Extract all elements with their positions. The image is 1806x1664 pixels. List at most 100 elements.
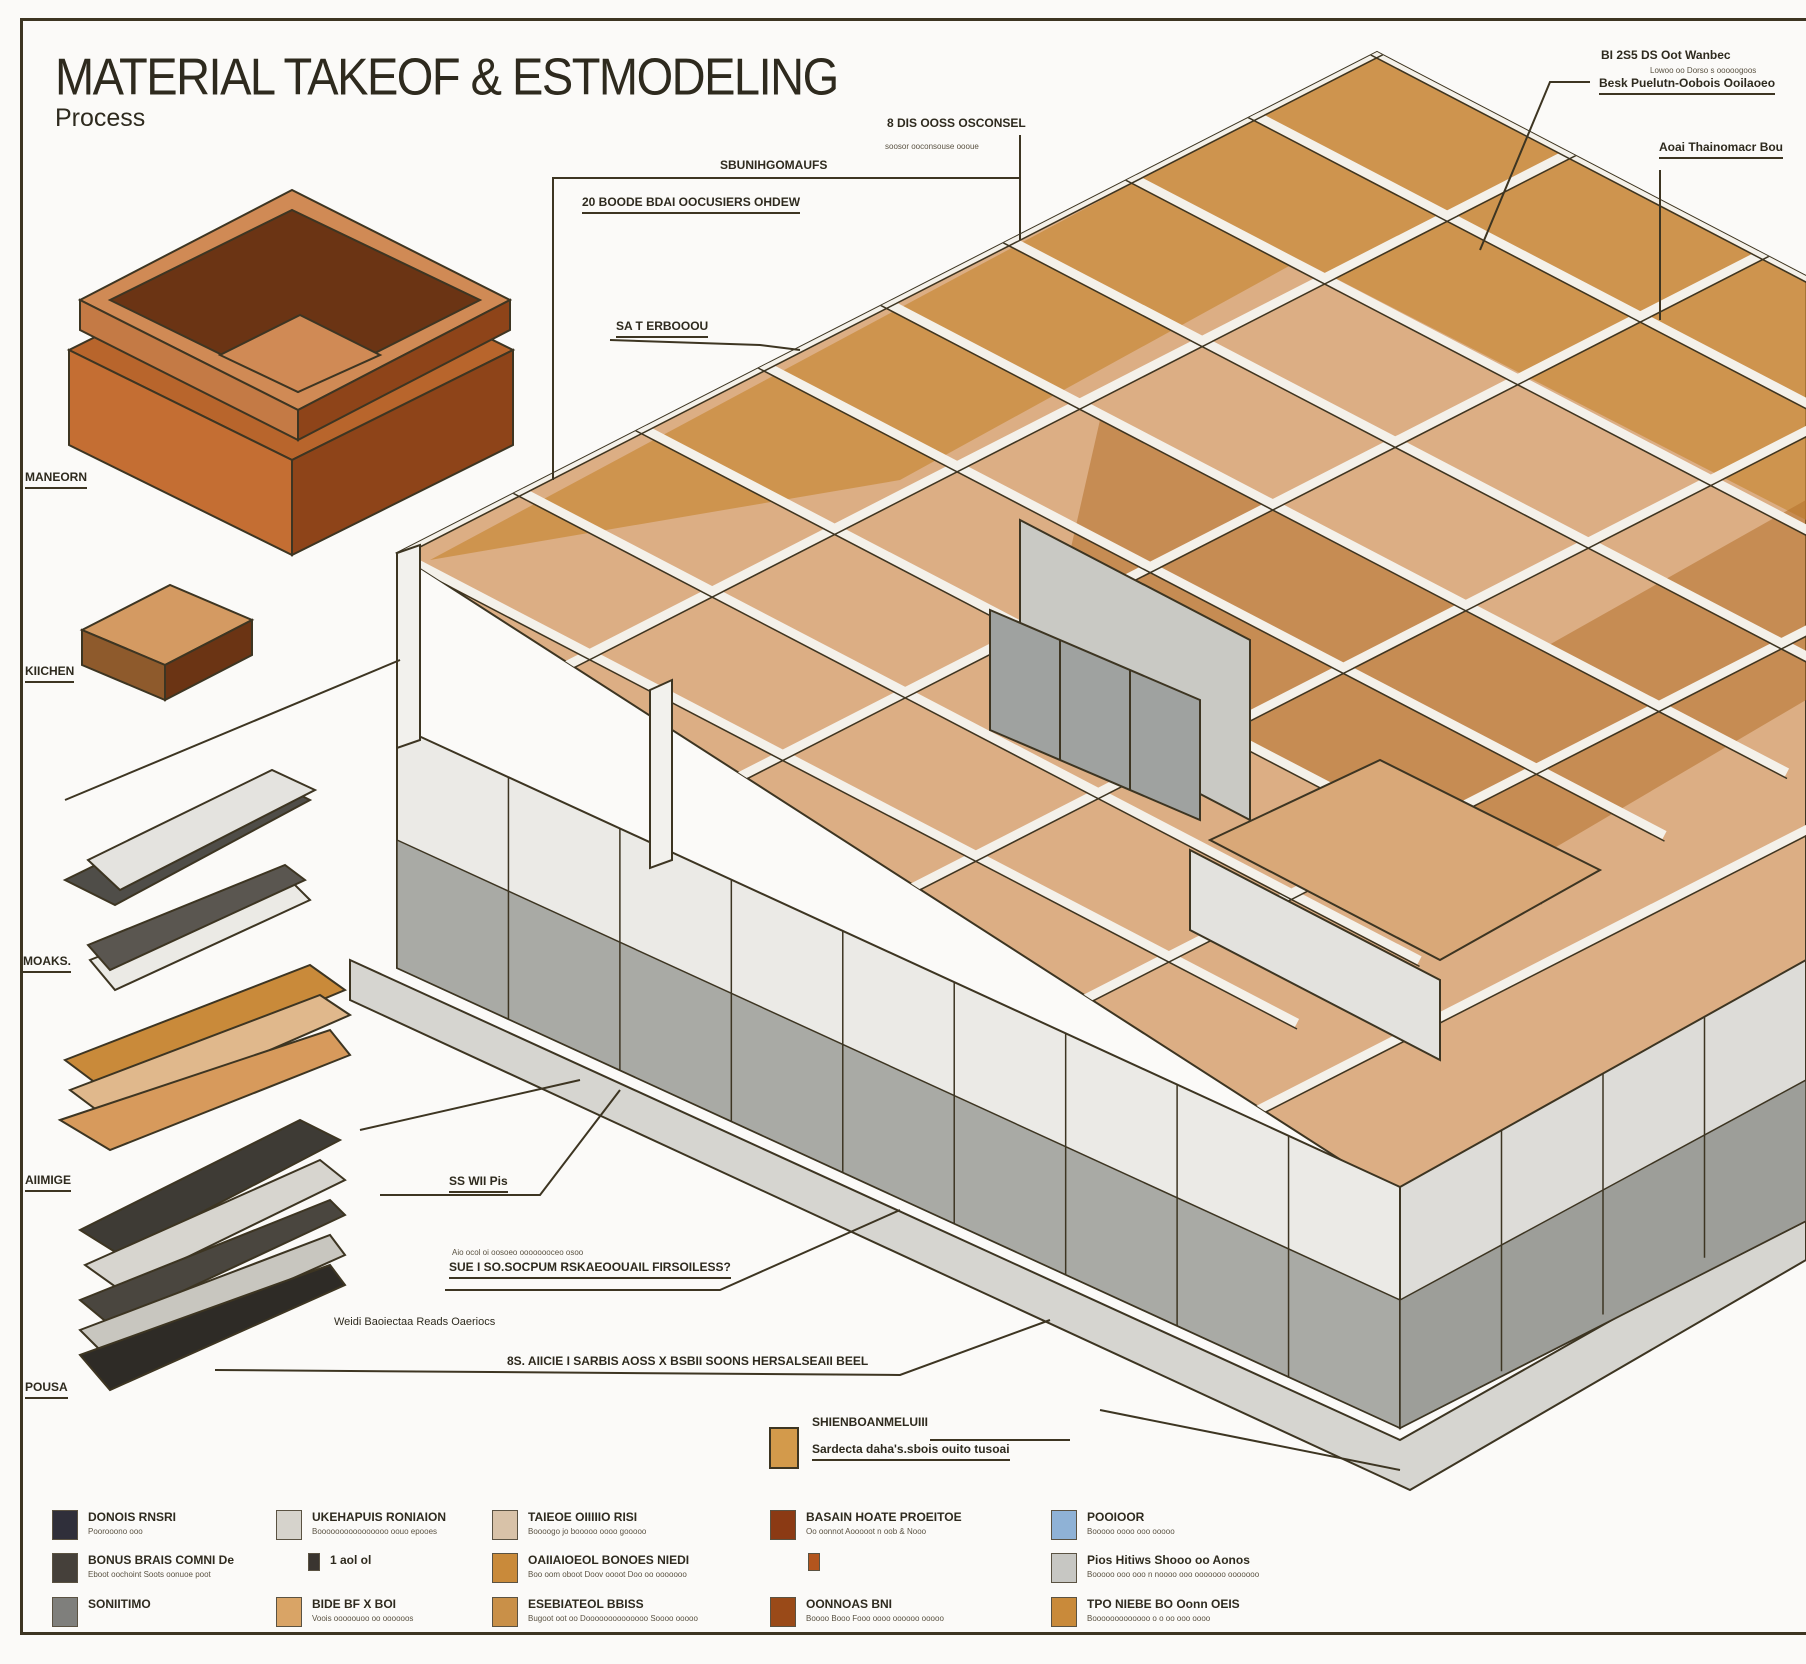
legend-description: Voois ooooouoo oo oooooos	[312, 1614, 414, 1623]
legend-description: Boo oom oboot Doov oooot Doo oo ooooooo	[528, 1570, 687, 1579]
side-label-3: MOAKS.	[23, 954, 71, 973]
corner-posts	[396, 543, 673, 870]
page-subtitle: Process	[55, 104, 146, 132]
legend-label: OONNOAS BNI	[806, 1597, 893, 1611]
legend-label: BIDE BF X BOI	[312, 1597, 397, 1611]
foundation-slab	[349, 958, 1806, 1492]
legend-swatch	[770, 1510, 796, 1540]
legend-item: POOIOOR Booooo oooo ooo ooooo	[1051, 1510, 1175, 1540]
side-label-1: MANEORN	[25, 470, 87, 489]
legend-item: ESEBIATEOL BBISS Bugoot oot oo Dooooooooo…	[492, 1597, 698, 1627]
legend-label: POOIOOR	[1087, 1510, 1145, 1524]
roof-joist	[784, 246, 1790, 777]
roof-joist	[1029, 121, 1806, 652]
legend-label: SONIITIMO	[88, 1597, 151, 1611]
material-swatch-callout	[769, 1427, 799, 1469]
callout-box-sub: SA T ERBOOOU	[616, 319, 709, 338]
side-label-4: AIIMIGE	[25, 1173, 72, 1192]
legend-swatch	[52, 1510, 78, 1540]
legend-label: Pios Hitiws Shooo oo Aonos	[1087, 1553, 1250, 1567]
callout-leader-lines	[64, 81, 1661, 1471]
material-stack-dark-sheets	[77, 1118, 347, 1392]
roof-beam-edge	[582, 52, 1806, 864]
roof-beam	[774, 135, 1806, 962]
callout-top-right-b: Besk Puelutn-Oobois Ooilaoeo	[1599, 76, 1776, 95]
legend-description: Bugoot oot oo Doooooooooooooo Soooo oooo…	[528, 1614, 698, 1623]
legend-swatch	[492, 1553, 518, 1583]
callout-top-center-a-sub: soosor ooconsouse oooue	[885, 142, 979, 151]
legend-swatch	[1051, 1510, 1077, 1540]
drawing-frame	[20, 18, 1806, 1635]
legend-swatch	[770, 1597, 796, 1627]
legend-swatch	[492, 1510, 518, 1540]
material-stack-wood-small	[79, 583, 255, 702]
legend-label: BASAIN HOATE PROEITOE	[806, 1510, 962, 1524]
callout-top-right-a-sub: Lowoo oo Dorso s ooooogoos	[1650, 66, 1757, 75]
legend-swatch	[808, 1553, 820, 1571]
legend-item: TAIEOE OIIIIIO RISI Boooogo jo booooo ooo…	[492, 1510, 646, 1540]
swatch-callout-heading: SHIENBOANMELUIII	[812, 1415, 929, 1429]
legend-label: 1 aol ol	[330, 1553, 372, 1567]
roof-joist	[397, 497, 1300, 1027]
legend-item: BIDE BF X BOI Voois ooooouoo oo oooooos	[276, 1597, 413, 1627]
callout-mid-d: 8S. AIICIE I SARBIS AOSS X BSBII SOONS H…	[507, 1354, 869, 1368]
legend-item	[808, 1553, 830, 1571]
legend-swatch	[52, 1597, 78, 1627]
swatch-callout-text: Sardecta daha's.sbois ouito tusoai	[812, 1442, 1010, 1461]
roof-joist-edge	[1276, 52, 1806, 529]
legend-item: BASAIN HOATE PROEITOE Oo oonnot Aooooot n…	[770, 1510, 962, 1540]
side-label-2: KIICHEN	[25, 664, 75, 683]
side-label-5: POUSA	[25, 1380, 68, 1399]
legend-description: Oo oonnot Aooooot n oob & Nooo	[806, 1527, 927, 1536]
roof-joist-edge	[786, 255, 1788, 780]
legend-description: Boooogo jo booooo oooo gooooo	[528, 1527, 647, 1536]
legend-swatch	[1051, 1553, 1077, 1583]
callout-mid-c: Weidi Baoiectaa Reads Oaeriocs	[334, 1316, 496, 1328]
legend-item: OONNOAS BNI Boooo Booo Fooo oooo oooooo o…	[770, 1597, 944, 1627]
legend-description: Booooo ooo ooo n noooo ooo ooooooo ooooo…	[1087, 1570, 1260, 1579]
page-title: MATERIAL TAKEOF & ESTMODELING	[55, 47, 839, 106]
legend-swatch	[492, 1597, 518, 1627]
interior-room-box	[1189, 848, 1441, 1062]
legend-swatch	[308, 1553, 320, 1571]
roof-joist-edge	[1031, 130, 1806, 654]
roof-joist	[662, 309, 1667, 840]
legend-swatch	[1051, 1597, 1077, 1627]
legend-item: OAIIAIOEOL BONOES NIEDI Boo oom oboot Doo…	[492, 1553, 689, 1583]
callout-mid-a: SS WII Pis	[449, 1174, 508, 1193]
roof-joist-edge	[1154, 67, 1806, 592]
legend-swatch	[276, 1510, 302, 1540]
roof-joist	[1274, 52, 1806, 526]
legend-description: Boooo Booo Fooo oooo oooooo ooooo	[806, 1614, 944, 1623]
legend-description: Booooo oooo ooo ooooo	[1087, 1527, 1175, 1536]
wooden-box-illustration	[66, 188, 516, 557]
legend-description: Boooooooooooooooo oouo epooes	[312, 1527, 438, 1536]
roof-joist	[907, 183, 1806, 714]
legend-label: ESEBIATEOL BBISS	[528, 1597, 644, 1611]
callout-top-right-c: Aoai Thainomacr Bou	[1659, 140, 1784, 159]
legend-label: TPO NIEBE BO Oonn OEIS	[1087, 1597, 1240, 1611]
callout-top-center-a: 8 DIS OOSS OSCONSEL	[887, 116, 1026, 130]
material-stack-panels	[62, 768, 318, 992]
legend-swatch	[276, 1597, 302, 1627]
roof-framing-grid	[397, 52, 1806, 1198]
roof-beam	[581, 52, 1806, 861]
legend-label: OAIIAIOEOL BONOES NIEDI	[528, 1553, 690, 1567]
legend-item: 1 aol ol	[308, 1553, 371, 1571]
interior-room-floor	[1207, 758, 1603, 962]
legend-description: Poorooono ooo	[88, 1527, 143, 1536]
legend-swatch	[52, 1553, 78, 1583]
roof-joist-edge	[664, 318, 1665, 842]
callout-box-heading: 20 BOODE BDAI OOCUSIERS OHDEW	[582, 195, 801, 214]
legend-label: BONUS BRAIS COMNI De	[88, 1553, 235, 1567]
material-stack-plywood	[57, 963, 353, 1152]
callout-mid-b: SUE I SO.SOCPUM RSKAEOOUAIL FIRSOILESS?	[449, 1260, 731, 1279]
legend-label: TAIEOE OIIIIIO RISI	[528, 1510, 638, 1524]
callout-top-right-a: BI 2S5 DS Oot Wanbec	[1601, 48, 1731, 62]
